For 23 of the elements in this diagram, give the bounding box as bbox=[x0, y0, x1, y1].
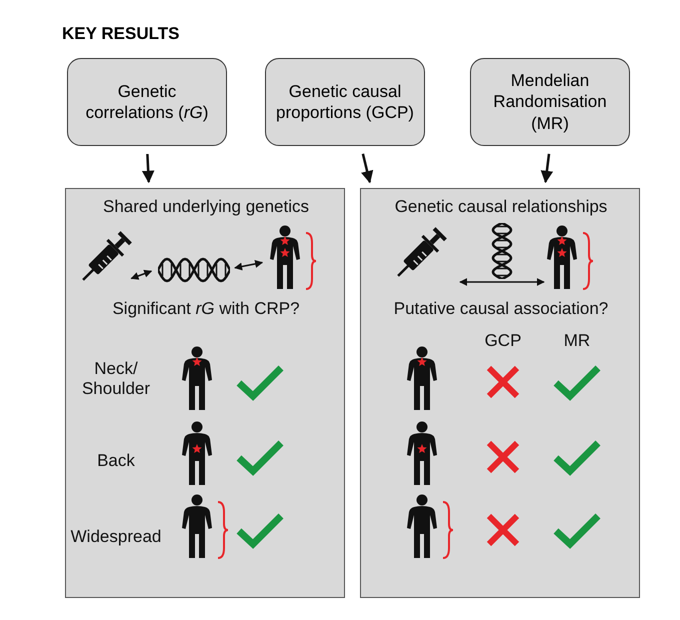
column-header: GCP bbox=[484, 331, 522, 351]
method-box: Genetic causal proportions (GCP) bbox=[265, 58, 425, 146]
panel-heading: Genetic causal relationships bbox=[394, 197, 608, 217]
title: KEY RESULTS bbox=[62, 24, 180, 44]
arrow bbox=[540, 154, 554, 184]
column-header: MR bbox=[562, 331, 592, 351]
question-text: Putative causal association? bbox=[392, 299, 610, 319]
row-label: Back bbox=[96, 451, 136, 471]
arrow bbox=[459, 278, 545, 286]
row-label: Widespread bbox=[70, 527, 162, 547]
panel bbox=[360, 188, 640, 598]
question-text: Significant rG with CRP? bbox=[111, 299, 301, 319]
panel bbox=[65, 188, 345, 598]
arrow bbox=[361, 154, 374, 184]
panel-heading: Shared underlying genetics bbox=[102, 197, 310, 217]
arrow bbox=[130, 270, 152, 280]
arrow bbox=[142, 154, 154, 184]
arrow bbox=[234, 260, 264, 270]
row-label: Neck/ Shoulder bbox=[80, 359, 152, 399]
dna-icon bbox=[158, 257, 230, 283]
method-box: Mendelian Randomisation (MR) bbox=[470, 58, 630, 146]
method-box: Genetic correlations (rG) bbox=[67, 58, 227, 146]
dna-icon bbox=[491, 223, 513, 279]
